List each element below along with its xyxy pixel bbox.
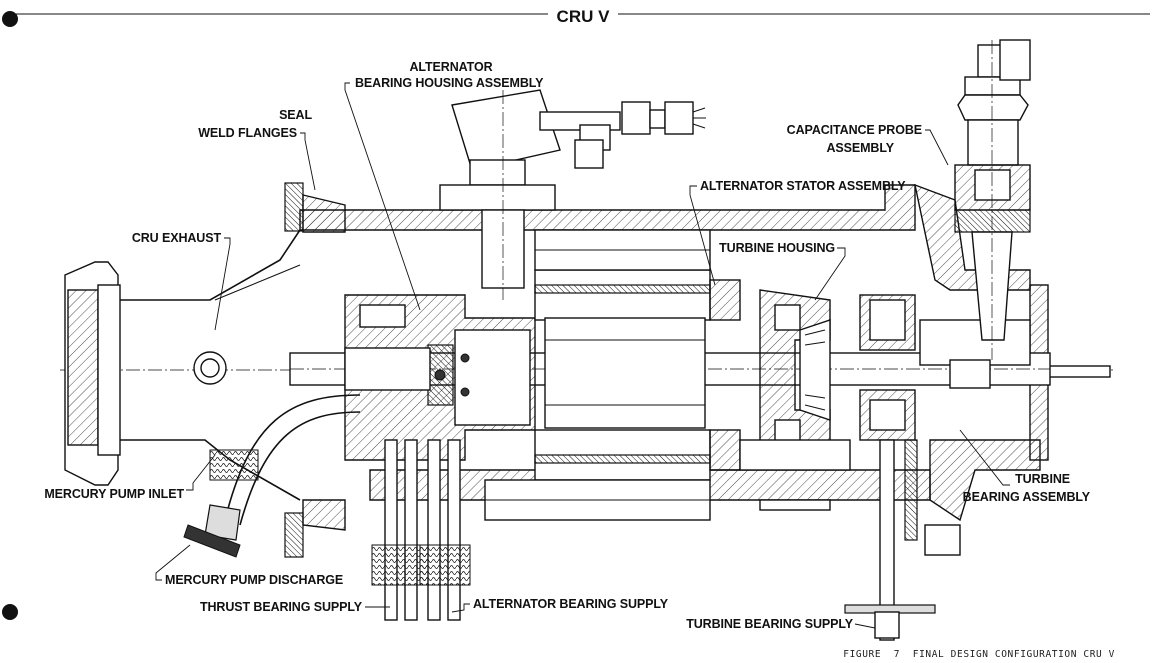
header: CRU V [16,7,1150,26]
label-seal: SEAL [279,108,312,122]
figure-caption: FIGURE 7 FINAL DESIGN CONFIGURATION CRU … [843,649,1115,660]
binder-hole-top [2,11,18,27]
bellows-inlet [209,449,259,481]
label-alternator-stator-assembly: ALTERNATOR STATOR ASSEMBLY [700,179,906,193]
label-alternator-bearing-supply: ALTERNATOR BEARING SUPPLY [473,597,669,611]
label-thrust-bearing-supply: THRUST BEARING SUPPLY [200,600,363,614]
label-weld-flanges: WELD FLANGES [198,126,297,140]
alternator-rotor [544,317,706,429]
discharge-nozzle [204,504,241,541]
label-bearing-housing-assembly: BEARING HOUSING ASSEMBLY [355,76,544,90]
leader-lines [155,82,1010,629]
thrust-bearing-supply-pipes [371,439,431,621]
label-bearing-assembly: BEARING ASSEMBLY [963,490,1091,504]
capacitance-probe-assembly [954,39,1031,360]
alternator-top-fittings [439,89,706,300]
label-cru-exhaust: CRU EXHAUST [132,231,222,245]
callout-labels: ALTERNATOR BEARING HOUSING ASSEMBLY SEAL… [44,60,1091,631]
end-stud [1047,365,1111,378]
label-turbine-housing: TURBINE HOUSING [719,241,835,255]
seal-weld-flange-top [284,182,304,232]
assembly-drawing [60,39,1115,641]
label-capacitance-assembly: ASSEMBLY [826,141,894,155]
exhaust-duct [120,229,301,301]
binder-hole-bottom [2,604,18,620]
label-mercury-pump-inlet: MERCURY PUMP INLET [44,487,184,501]
label-alternator: ALTERNATOR [409,60,492,74]
pump-discharge-pipe [224,394,361,521]
alternator-bearing-supply-pipes [419,439,471,621]
label-turbine: TURBINE [1015,472,1070,486]
label-turbine-bearing-supply: TURBINE BEARING SUPPLY [686,617,854,631]
alternator-stator-upper [534,269,711,321]
label-mercury-pump-discharge: MERCURY PUMP DISCHARGE [165,573,343,587]
label-capacitance-probe: CAPACITANCE PROBE [787,123,922,137]
seal-weld-flange-bottom [284,512,304,558]
page-title: CRU V [557,7,611,26]
turbine-bearing-supply-pipe [844,439,961,641]
turbine-wheel [799,319,831,421]
